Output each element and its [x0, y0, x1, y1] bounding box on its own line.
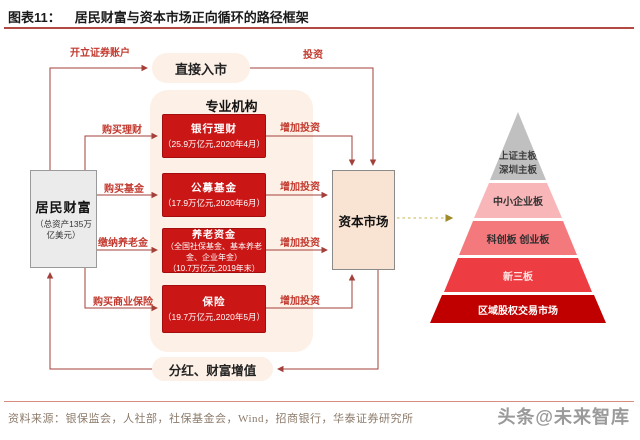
- label-invest: 投资: [303, 50, 323, 61]
- direct-entry-box: 直接入市: [152, 53, 250, 83]
- dividends-box: 分红、财富增值: [152, 357, 273, 381]
- label-buy-fund: 购买基金: [104, 184, 144, 195]
- label-buy-wealth-mgmt: 购买理财: [102, 125, 142, 136]
- pension-fund-detail2: （10.7万亿元,2019年末）: [168, 264, 260, 274]
- public-fund-detail: （17.9万亿元,2020年6月）: [163, 198, 266, 209]
- capital-market-title: 资本市场: [338, 214, 389, 229]
- insurance-box: 保险 （19.7万亿元,2020年5月）: [162, 285, 266, 333]
- pyramid-level-regional-equity: 区域股权交易市场: [430, 295, 606, 323]
- public-fund-box: 公募基金 （17.9万亿元,2020年6月）: [162, 173, 266, 217]
- pension-fund-name: 养老资金: [192, 230, 236, 242]
- pyramid-level-neeq: 新三板: [430, 258, 606, 292]
- institutions-title: 专业机构: [205, 99, 258, 114]
- resident-wealth-box: 居民财富 （总资产135万亿美元）: [30, 170, 97, 268]
- capital-market-box: 资本市场: [332, 170, 395, 270]
- figure-title-text: 居民财富与资本市场正向循环的路径框架: [74, 10, 309, 25]
- bank-wealth-mgmt-detail: （25.9万亿元,2020年4月）: [163, 139, 266, 150]
- label-increase-invest-3: 增加投资: [280, 238, 320, 249]
- insurance-detail: （19.7万亿元,2020年5月）: [163, 312, 266, 323]
- label-increase-invest-2: 增加投资: [280, 182, 320, 193]
- watermark: 头条@未来智库: [497, 407, 630, 427]
- title-underline: [4, 27, 634, 29]
- market-board-pyramid: 上证主板深圳主板 中小企业板 科创板 创业板 新三板 区域股权交易市场: [430, 112, 606, 323]
- insurance-name: 保险: [202, 296, 226, 309]
- label-increase-invest-1: 增加投资: [280, 123, 320, 134]
- figure-title: 图表11： 居民财富与资本市场正向循环的路径框架: [8, 7, 309, 26]
- resident-wealth-subtitle: （总资产135万亿美元）: [35, 218, 92, 240]
- pyramid-level-main-boards: 上证主板深圳主板: [430, 112, 606, 180]
- pyramid-level-main-boards-label: 上证主板深圳主板: [498, 151, 537, 177]
- pyramid-level-star-chinext: 科创板 创业板: [430, 221, 606, 255]
- resident-wealth-title: 居民财富: [35, 199, 92, 215]
- label-open-account: 开立证券账户: [70, 48, 130, 59]
- public-fund-name: 公募基金: [191, 182, 237, 195]
- pension-fund-detail: （全国社保基金、基本养老金、企业年金）: [166, 242, 262, 262]
- bank-wealth-mgmt-box: 银行理财 （25.9万亿元,2020年4月）: [162, 114, 266, 158]
- bank-wealth-mgmt-name: 银行理财: [191, 123, 237, 136]
- source-note: 资料来源：银保监会，人社部，社保基金会，Wind，招商银行，华泰证券研究所: [8, 413, 414, 425]
- label-increase-invest-4: 增加投资: [280, 296, 320, 307]
- label-pay-pension: 缴纳养老金: [98, 238, 148, 249]
- pension-fund-box: 养老资金 （全国社保基金、基本养老金、企业年金） （10.7万亿元,2019年末…: [162, 228, 266, 273]
- label-buy-insurance: 购买商业保险: [93, 297, 153, 308]
- figure-number: 图表11：: [8, 10, 61, 25]
- pyramid-level-sme-board: 中小企业板: [430, 183, 606, 218]
- footer-divider: [4, 401, 634, 402]
